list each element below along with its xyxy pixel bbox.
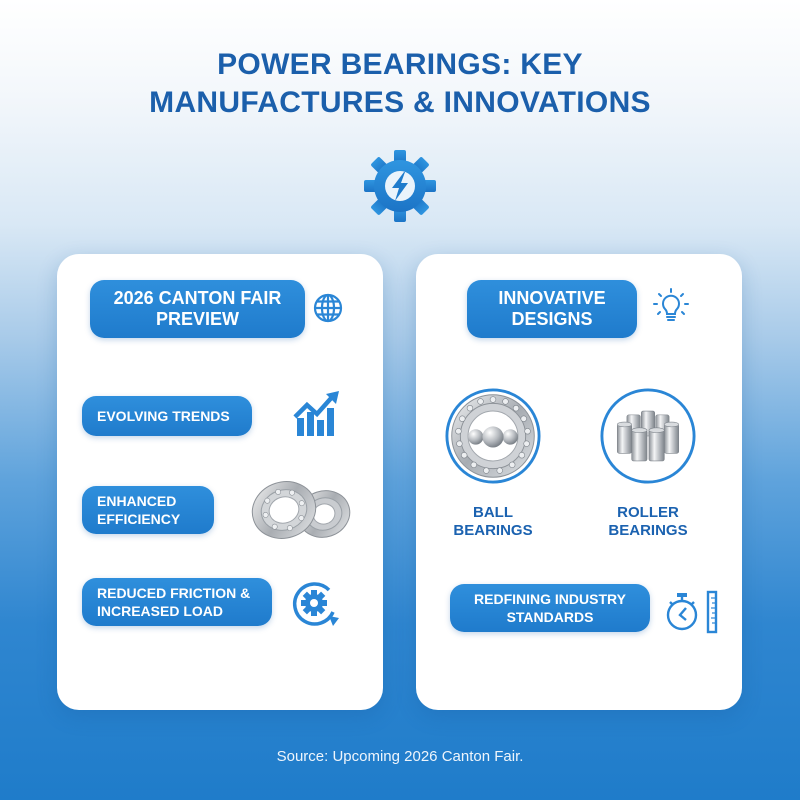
canton-fair-preview-heading: 2026 CANTON FAIR PREVIEW (90, 280, 305, 338)
title-line-2: MANUFACTURES & INNOVATIONS (149, 86, 651, 119)
globe-icon (313, 293, 343, 323)
redefining-standards-item: REDFINING INDUSTRY STANDARDS (450, 584, 650, 632)
item-label: EVOLVING TRENDS (97, 408, 230, 424)
title-line-1: POWER BEARINGS: KEY (217, 48, 583, 81)
item-label-line-2: STANDARDS (506, 609, 594, 625)
reduced-friction-item: REDUCED FRICTION & INCREASED LOAD (82, 578, 272, 626)
item-label-line-1: REDFINING INDUSTRY (474, 591, 626, 607)
item-label-line-2: INCREASED LOAD (97, 603, 224, 619)
heading-line-2: DESIGNS (511, 309, 593, 329)
innovative-designs-card: INNOVATIVE DESIGNS (416, 254, 742, 710)
gear-cycle-icon (292, 582, 339, 626)
item-label-line-1: REDUCED FRICTION & (97, 585, 251, 601)
page-title: POWER BEARINGS: KEY MANUFACTURES & INNOV… (0, 46, 800, 122)
innovative-designs-heading: INNOVATIVE DESIGNS (467, 280, 637, 338)
source-note: Source: Upcoming 2026 Canton Fair. (276, 748, 524, 765)
stopwatch-ruler-icon (666, 590, 718, 634)
item-label-line-2: EFFICIENCY (97, 511, 181, 527)
growth-chart-icon (293, 391, 339, 436)
gear-lightning-icon (364, 150, 436, 222)
label-line-2: BEARINGS (608, 522, 688, 539)
enhanced-efficiency-item: ENHANCED EFFICIENCY (82, 486, 214, 534)
canton-fair-card: 2026 CANTON FAIR PREVIEW EVOLVING TRENDS… (57, 254, 383, 710)
item-label-line-1: ENHANCED (97, 493, 177, 509)
label-line-1: ROLLER (617, 504, 679, 521)
evolving-trends-item: EVOLVING TRENDS (82, 396, 252, 436)
heading-line-2: PREVIEW (155, 309, 239, 329)
bearings-image (251, 481, 351, 539)
roller-bearings-label: ROLLER BEARINGS (598, 504, 698, 540)
lightbulb-icon (653, 288, 689, 321)
heading-line-1: INNOVATIVE (498, 288, 606, 308)
roller-bearing-image (600, 388, 696, 484)
label-line-2: BEARINGS (453, 522, 533, 539)
ball-bearings-label: BALL BEARINGS (443, 504, 543, 540)
ball-bearing-image (445, 388, 541, 484)
heading-line-1: 2026 CANTON FAIR (113, 288, 282, 308)
label-line-1: BALL (473, 504, 513, 521)
